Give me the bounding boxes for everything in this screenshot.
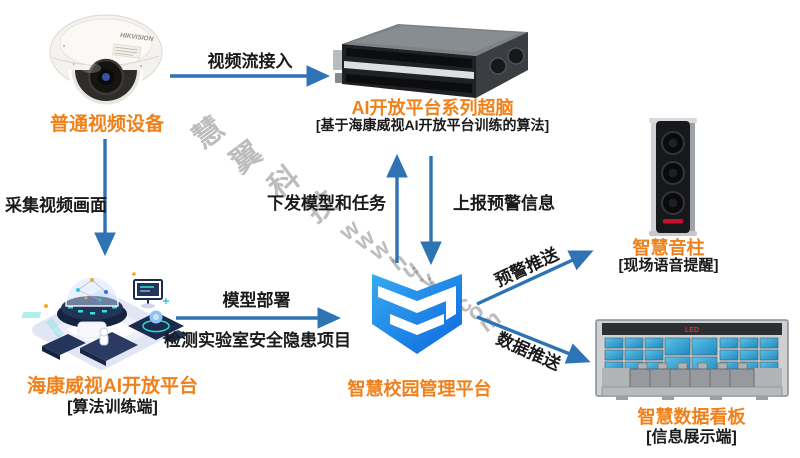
edge-label-deploy: 模型部署	[222, 291, 291, 310]
board-label: 智慧数据看板	[637, 407, 746, 427]
speaker-label: 智慧音柱	[632, 238, 705, 258]
server-label: AI开放平台系列超脑	[351, 98, 514, 118]
arrow-data-push	[476, 315, 591, 364]
campus-label: 智慧校园管理平台	[347, 379, 492, 399]
campus-shield-logo	[372, 274, 462, 354]
camera-label: 普通视频设备	[49, 114, 164, 135]
server-sublabel: [基于海康威视AI开放平台训练的算法]	[315, 117, 550, 133]
edge-label-deploy-sub: 检测实验室安全隐患项目	[164, 331, 351, 350]
training-sublabel: [算法训练端]	[67, 399, 158, 416]
edge-label-capture: 采集视频画面	[5, 196, 107, 215]
edge-label-video-stream: 视频流接入	[207, 52, 293, 71]
edge-label-report: 上报预警信息	[453, 194, 555, 213]
board-sublabel: [信息展示端]	[646, 429, 737, 446]
edge-label-dispatch: 下发模型和任务	[267, 194, 386, 213]
training-platform-illustration	[21, 272, 188, 370]
speaker-illustration	[649, 118, 697, 236]
speaker-sublabel: [现场语音提醒]	[618, 257, 719, 274]
camera-illustration: HIKVISION	[49, 14, 163, 108]
server-illustration	[333, 24, 528, 98]
data-board-illustration: LED	[595, 319, 789, 400]
arrow-alert-push	[476, 250, 594, 306]
camera-brand-text: HIKVISION	[120, 32, 154, 43]
training-label: 海康威视AI开放平台	[26, 376, 198, 397]
board-led-text: LED	[685, 327, 699, 334]
